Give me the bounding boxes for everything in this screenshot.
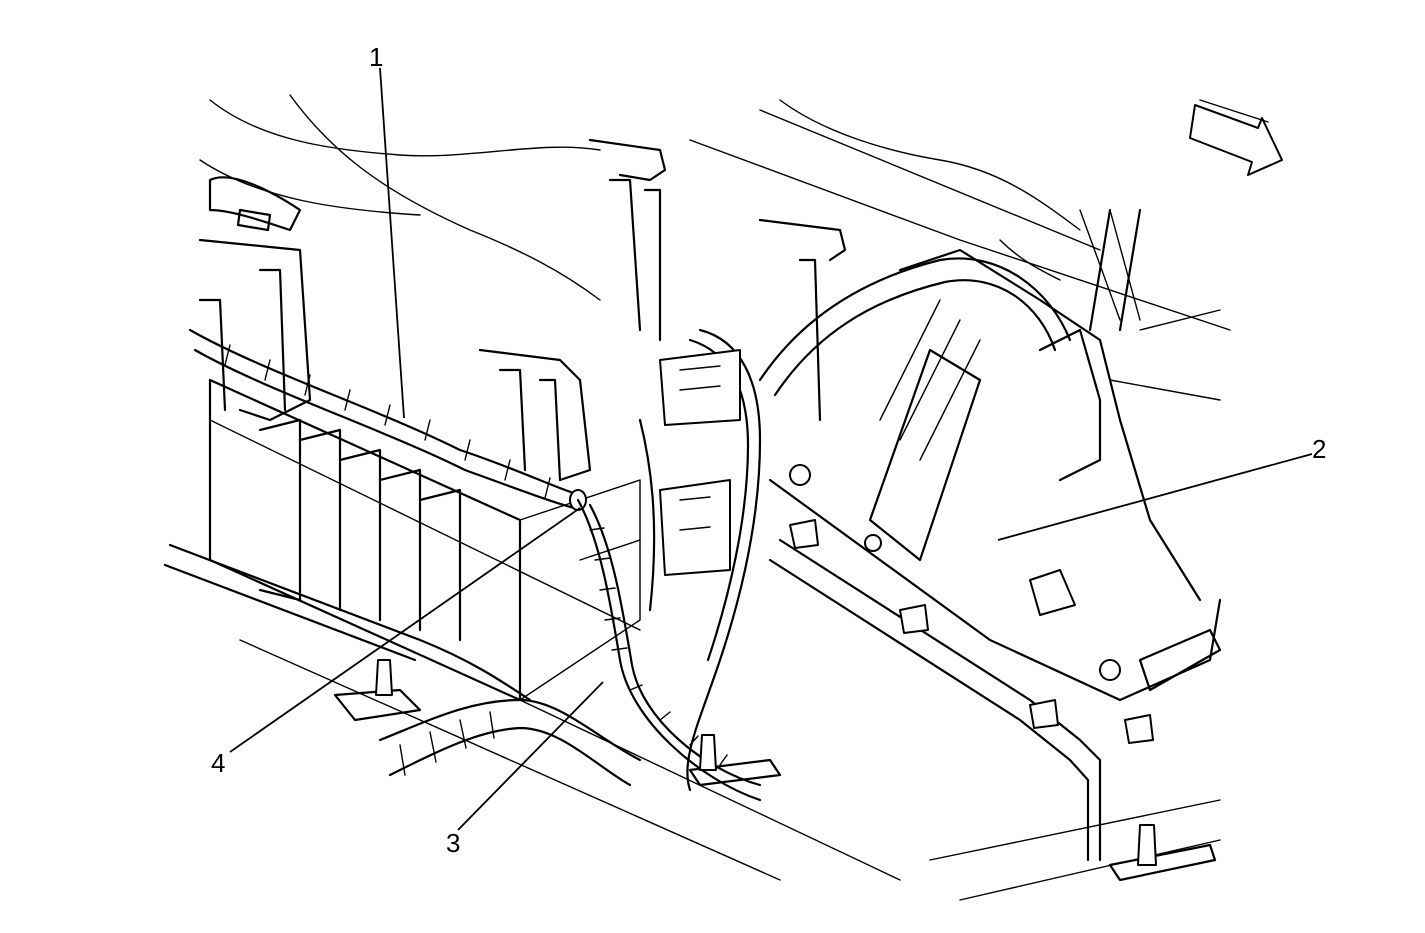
callout-3: 3 <box>446 828 460 858</box>
leader-2 <box>997 453 1313 541</box>
control-module-stack <box>208 378 641 702</box>
lower-harness <box>163 543 642 787</box>
harness-connectors <box>638 349 741 612</box>
leader-1 <box>379 67 405 419</box>
mounting-bracket <box>198 138 847 482</box>
callout-2: 2 <box>1312 434 1326 464</box>
callout-leaders <box>229 67 1313 831</box>
wiring-harness-branch <box>576 328 762 802</box>
vehicle-floor-outline <box>199 94 1231 901</box>
leader-3 <box>457 681 604 831</box>
wiring-harness-main <box>188 328 587 511</box>
leader-4 <box>229 507 581 753</box>
front-direction-arrow-icon <box>1189 99 1283 176</box>
callout-1: 1 <box>369 42 383 72</box>
console-bracket <box>758 208 1222 862</box>
mounting-studs <box>333 659 1217 882</box>
callout-4: 4 <box>211 748 225 778</box>
retaining-clips <box>789 464 1154 744</box>
